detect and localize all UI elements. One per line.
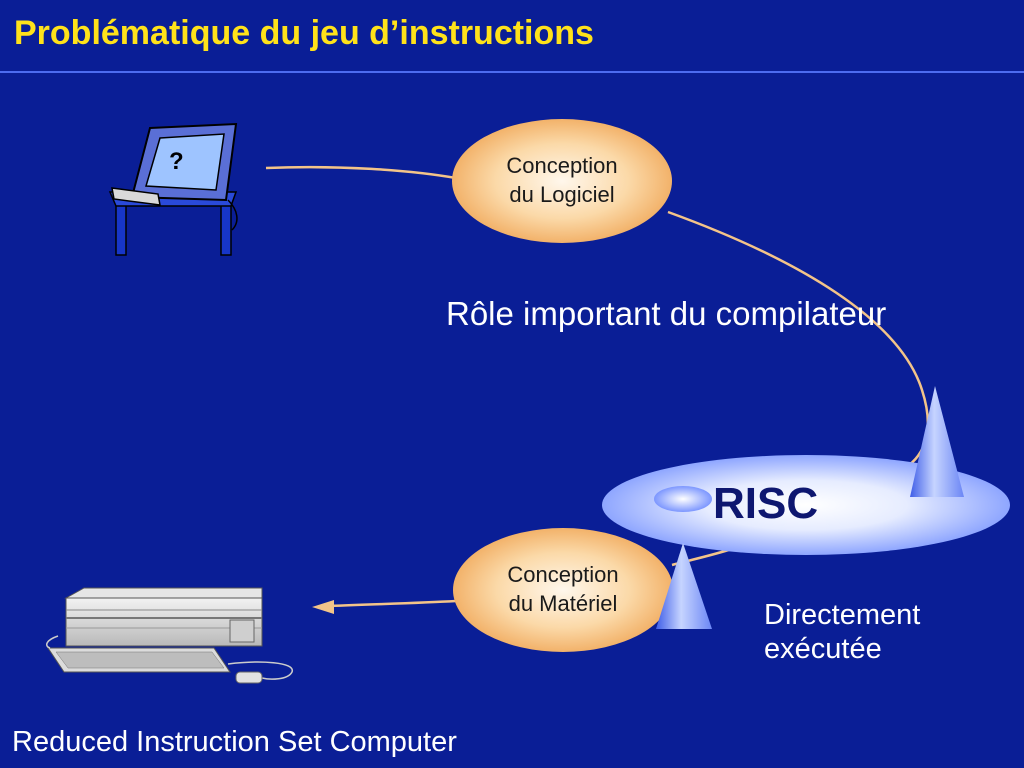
risc-label: RISC (713, 479, 819, 528)
hardware-bubble-label: Conception du Matériel (463, 560, 663, 618)
hardware-bubble-line2: du Matériel (508, 591, 618, 616)
connector-software-risc (667, 210, 930, 470)
hardware-bubble (453, 528, 673, 652)
terminal-question-mark: ? (169, 148, 184, 175)
software-bubble (452, 119, 672, 243)
risc-disc-icon (602, 455, 1010, 555)
software-bubble-line2: du Logiciel (509, 182, 615, 207)
slide-title: Problématique du jeu d’instructions (14, 14, 594, 52)
connector-terminal-software (265, 165, 457, 180)
title-divider (0, 71, 1024, 73)
direct-execution-note: Directement exécutée (764, 598, 920, 666)
hardware-bubble-line1: Conception (507, 562, 619, 587)
cone-icon (656, 543, 712, 629)
direct-note-line2: exécutée (764, 633, 882, 665)
compiler-note: Rôle important du compilateur (446, 295, 887, 332)
connector-hardware-computer (329, 599, 457, 608)
cone-icon (910, 386, 964, 497)
footer-caption: Reduced Instruction Set Computer (12, 726, 457, 758)
direct-note-line1: Directement (764, 599, 921, 631)
software-bubble-line1: Conception (506, 153, 618, 178)
computer-icon (45, 587, 293, 684)
software-bubble-label: Conception du Logiciel (462, 151, 662, 209)
risc-small-disc-icon (654, 486, 712, 512)
terminal-icon (108, 122, 238, 256)
arrowhead-icon (312, 600, 334, 614)
